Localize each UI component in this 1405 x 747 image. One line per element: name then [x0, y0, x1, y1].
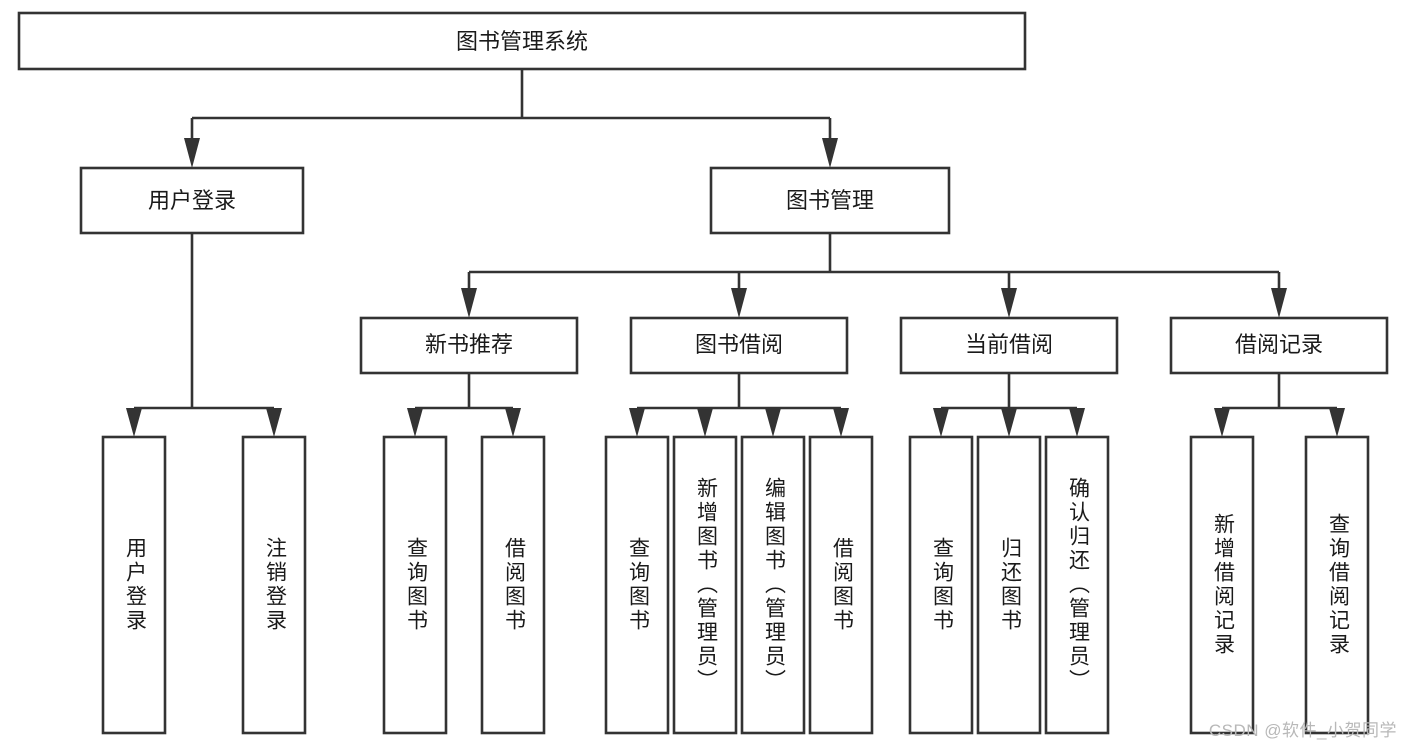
node-current[interactable]: 当前借阅	[899, 316, 1119, 375]
node-leaf6-label: 新增图书（管理员）	[694, 477, 718, 693]
node-leaf8-box[interactable]	[808, 435, 874, 735]
node-leaf11[interactable]: 确认归还（管理员）	[1044, 435, 1110, 735]
arrow-to-leaf8	[833, 408, 849, 437]
node-leaf5[interactable]: 查询图书	[604, 435, 670, 735]
arrow-to-bookmgmt	[822, 138, 838, 168]
node-leaf3[interactable]: 查询图书	[382, 435, 448, 735]
node-current-box[interactable]	[899, 316, 1119, 375]
arrow-to-leaf2	[266, 408, 282, 437]
node-leaf1-box[interactable]	[101, 435, 167, 735]
node-leaf6-box[interactable]	[672, 435, 738, 735]
node-leaf1-label: 用户登录	[123, 537, 147, 633]
node-leaf10-label: 归还图书	[998, 537, 1022, 633]
node-newbook-label: 新书推荐	[425, 332, 513, 357]
node-root-box[interactable]	[17, 11, 1027, 71]
arrow-to-borrow	[731, 288, 747, 318]
arrow-to-leaf13	[1329, 408, 1345, 437]
node-login-label: 用户登录	[148, 188, 236, 213]
node-records[interactable]: 借阅记录	[1169, 316, 1389, 375]
node-bookmgmt[interactable]: 图书管理	[709, 166, 951, 235]
node-leaf3-box[interactable]	[382, 435, 448, 735]
arrow-to-leaf6	[697, 408, 713, 437]
node-root-label: 图书管理系统	[456, 29, 588, 54]
node-newbook[interactable]: 新书推荐	[359, 316, 579, 375]
node-records-box[interactable]	[1169, 316, 1389, 375]
node-bookmgmt-box[interactable]	[709, 166, 951, 235]
node-leaf13-label: 查询借阅记录	[1326, 513, 1350, 657]
arrow-to-login	[184, 138, 200, 168]
node-leaf9-label: 查询图书	[930, 537, 954, 633]
node-leaf4[interactable]: 借阅图书	[480, 435, 546, 735]
arrow-to-leaf12	[1214, 408, 1230, 437]
node-leaf2-box[interactable]	[241, 435, 307, 735]
node-records-label: 借阅记录	[1235, 332, 1323, 357]
node-leaf4-label: 借阅图书	[502, 537, 526, 633]
arrow-to-newbook	[461, 288, 477, 318]
node-leaf5-box[interactable]	[604, 435, 670, 735]
arrow-to-records	[1271, 288, 1287, 318]
node-leaf2[interactable]: 注销登录	[241, 435, 307, 735]
node-login[interactable]: 用户登录	[79, 166, 305, 235]
arrow-to-leaf7	[765, 408, 781, 437]
arrow-to-leaf5	[629, 408, 645, 437]
node-leaf9[interactable]: 查询图书	[908, 435, 974, 735]
node-leaf6[interactable]: 新增图书（管理员）	[672, 435, 738, 735]
node-leaf3-label: 查询图书	[404, 537, 428, 633]
node-leaf13[interactable]: 查询借阅记录	[1304, 435, 1370, 735]
node-root[interactable]: 图书管理系统	[17, 11, 1027, 71]
node-leaf8-label: 借阅图书	[830, 537, 854, 633]
arrow-to-leaf11	[1069, 408, 1085, 437]
node-leaf8[interactable]: 借阅图书	[808, 435, 874, 735]
node-borrow[interactable]: 图书借阅	[629, 316, 849, 375]
node-newbook-box[interactable]	[359, 316, 579, 375]
node-leaf7[interactable]: 编辑图书（管理员）	[740, 435, 806, 735]
connector-layer	[126, 69, 1345, 437]
arrow-to-current	[1001, 288, 1017, 318]
node-login-box[interactable]	[79, 166, 305, 235]
node-leaf5-label: 查询图书	[626, 537, 650, 633]
node-leaf10[interactable]: 归还图书	[976, 435, 1042, 735]
node-leaf10-box[interactable]	[976, 435, 1042, 735]
arrow-to-leaf10	[1001, 408, 1017, 437]
node-leaf11-label: 确认归还（管理员）	[1066, 477, 1090, 693]
node-current-label: 当前借阅	[965, 332, 1053, 357]
arrow-to-leaf9	[933, 408, 949, 437]
node-leaf13-box[interactable]	[1304, 435, 1370, 735]
node-leaf12-label: 新增借阅记录	[1211, 513, 1235, 657]
node-leaf12[interactable]: 新增借阅记录	[1189, 435, 1255, 735]
arrow-to-leaf1	[126, 408, 142, 437]
node-borrow-label: 图书借阅	[695, 332, 783, 357]
node-leaf7-label: 编辑图书（管理员）	[762, 477, 786, 693]
node-leaf7-box[interactable]	[740, 435, 806, 735]
node-leaf4-box[interactable]	[480, 435, 546, 735]
node-borrow-box[interactable]	[629, 316, 849, 375]
arrow-to-leaf3	[407, 408, 423, 437]
node-leaf11-box[interactable]	[1044, 435, 1110, 735]
node-leaf9-box[interactable]	[908, 435, 974, 735]
node-leaf1[interactable]: 用户登录	[101, 435, 167, 735]
node-bookmgmt-label: 图书管理	[786, 188, 874, 213]
node-leaf12-box[interactable]	[1189, 435, 1255, 735]
node-leaf2-label: 注销登录	[263, 537, 287, 633]
arrow-to-leaf4	[505, 408, 521, 437]
